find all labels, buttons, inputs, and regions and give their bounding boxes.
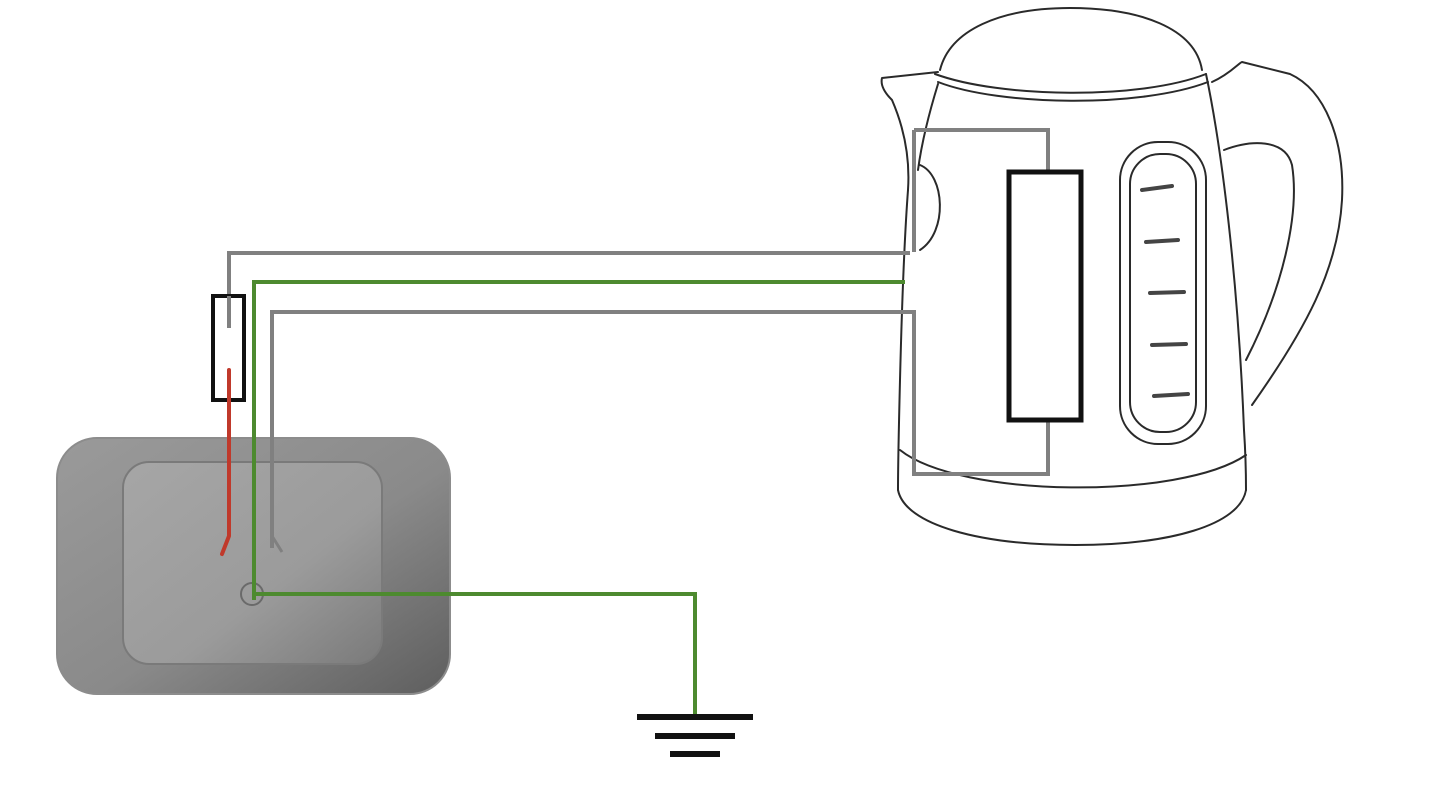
live-wire-pin (270, 535, 284, 553)
kettle-water-window-outer (1119, 141, 1207, 445)
kettle-handle-outer (1211, 61, 1344, 406)
kettle-lid (939, 7, 1203, 71)
kettle-lid-rim (934, 73, 1207, 94)
water-mark (1140, 184, 1174, 192)
fuse-live-wire (220, 368, 231, 556)
kettle-icon (880, 7, 1344, 546)
kettle-internal-wire (912, 128, 1050, 476)
kettle-body-left (897, 189, 909, 491)
kettle-water-marks (1140, 184, 1190, 398)
kettle-base (897, 489, 1247, 546)
water-mark (1144, 238, 1180, 244)
kettle-side-bump (919, 164, 941, 251)
heating-element-icon (1006, 169, 1084, 423)
kettle-spout-inner (917, 83, 939, 171)
kettle-water-window-inner (1129, 153, 1197, 433)
water-mark (1150, 342, 1188, 347)
water-mark (1148, 290, 1186, 295)
kettle-lid-rim-inner (937, 81, 1209, 102)
ground-symbol-icon (637, 714, 753, 757)
kettle-handle-inner (1223, 142, 1295, 361)
kettle-body-right (1205, 73, 1247, 491)
kettle-spout (880, 71, 939, 191)
earth-wire (252, 280, 905, 600)
kettle-base-top (899, 449, 1247, 489)
earth-wire-to-ground (254, 592, 697, 716)
live-wire-cable (270, 310, 916, 548)
neutral-wire (227, 251, 910, 296)
water-mark (1152, 392, 1190, 398)
